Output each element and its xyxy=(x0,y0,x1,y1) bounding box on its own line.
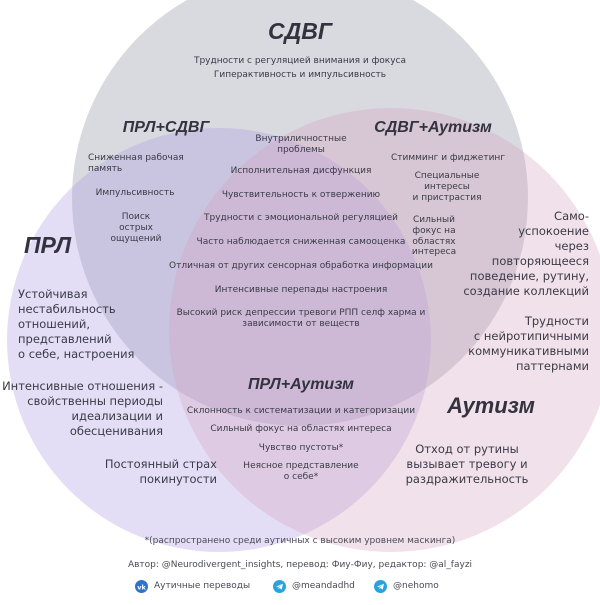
bpd-item-3: Постоянный страх покинутости xyxy=(104,457,217,486)
source-telegram-nehomo[interactable]: @nehomo xyxy=(374,580,439,593)
autism-item-1: Само- успокоение через повторяющееся пов… xyxy=(463,209,589,298)
center-item-8: Высокий риск депрессии тревоги РПП селф … xyxy=(176,308,426,329)
bpd-item-2: Интенсивные отношения - свойственны пери… xyxy=(2,379,163,438)
vk-icon: vk xyxy=(135,580,148,593)
autism-title: Аутизм xyxy=(447,393,535,418)
bpd-adhd-item-1: Сниженная рабочая память xyxy=(88,153,184,174)
adhd-title: СДВГ xyxy=(268,18,332,44)
center-item-3: Чувствительность к отвержению xyxy=(221,190,381,200)
center-item-1: Внутриличностные проблемы xyxy=(255,134,347,155)
bpd-item-1: Устойчивая нестабильность отношений, пре… xyxy=(18,287,135,361)
autism-item-2: Трудности с нейротипичными коммуникативн… xyxy=(468,314,589,373)
source-vk[interactable]: vk Аутичные переводы xyxy=(135,580,250,593)
bpd-autism-item-1: Склонность к систематизации и категориза… xyxy=(186,406,416,416)
adhd-autism-item-3: Сильный фокус на областях интереса xyxy=(411,215,457,258)
adhd-item-1: Трудности с регуляцией внимания и фокуса xyxy=(193,56,407,66)
source-telegram-label: @meandadhd xyxy=(292,581,355,592)
autism-circle xyxy=(169,108,600,552)
bpd-autism-item-3: Чувство пустоты* xyxy=(258,443,344,453)
telegram-icon xyxy=(374,580,387,593)
svg-text:vk: vk xyxy=(137,583,146,591)
adhd-circle xyxy=(72,0,528,426)
credits: Автор: @Neurodivergent_insights, перевод… xyxy=(127,560,473,570)
source-vk-label: Аутичные переводы xyxy=(154,581,251,592)
bpd-title: ПРЛ xyxy=(24,232,72,258)
bpd-adhd-item-3: Поиск острых ощущений xyxy=(110,212,162,244)
telegram-icon xyxy=(273,580,286,593)
footnote: *(распространено среди аутичных с высоки… xyxy=(144,536,456,546)
adhd-autism-item-1: Стимминг и фиджетинг xyxy=(390,153,506,163)
center-item-7: Интенсивные перепады настроения xyxy=(214,285,388,295)
bpd-adhd-title: ПРЛ+СДВГ xyxy=(122,119,210,136)
bpd-autism-item-2: Сильный фокус на областях интереса xyxy=(210,424,392,434)
adhd-item-2: Гиперактивность и импульсивность xyxy=(213,70,387,80)
center-item-4: Трудности с эмоциональной регуляцией xyxy=(204,213,398,223)
bpd-autism-title: ПРЛ+Аутизм xyxy=(248,376,354,393)
adhd-autism-item-2: Специальные интересы и пристрастия xyxy=(412,171,482,203)
bpd-circle xyxy=(7,128,431,552)
center-item-6: Отличная от других сенсорная обработка и… xyxy=(169,261,433,271)
adhd-autism-title: СДВГ+Аутизм xyxy=(374,119,492,136)
source-telegram-meandadhd[interactable]: @meandadhd xyxy=(273,580,355,593)
center-item-5: Часто наблюдается сниженная самооценка xyxy=(196,237,406,247)
autism-item-3: Отход от рутины вызывает тревогу и раздр… xyxy=(405,442,529,486)
center-item-2: Исполнительная дисфункция xyxy=(230,166,372,176)
bpd-autism-item-4: Неясное представление о себе* xyxy=(243,461,359,482)
source-telegram-label: @nehomo xyxy=(393,581,439,592)
bpd-adhd-item-2: Импульсивность xyxy=(95,188,175,198)
